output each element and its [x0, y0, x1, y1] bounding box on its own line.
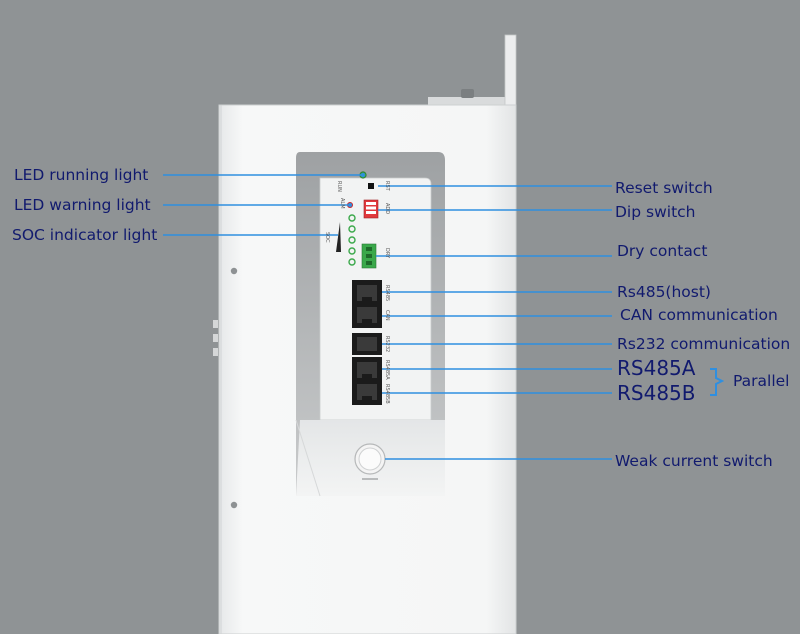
mark-rs485a: RS485A — [384, 360, 390, 380]
reset-switch — [368, 183, 374, 189]
rs232-port — [352, 333, 382, 355]
label-parallel: Parallel — [733, 372, 790, 390]
mark-soc: SOC — [324, 232, 330, 243]
label-reset-switch: Reset switch — [615, 179, 713, 197]
label-rs232-communication: Rs232 communication — [617, 335, 791, 353]
label-weak-current-switch: Weak current switch — [615, 452, 773, 470]
mark-rst: RST — [384, 181, 390, 191]
label-dip-switch: Dip switch — [615, 203, 696, 221]
label-led-running: LED running light — [14, 166, 149, 184]
label-rs485b: RS485B — [617, 381, 696, 405]
mark-rs232: RS232 — [384, 336, 390, 353]
side-vent — [213, 320, 218, 356]
mark-alm: ALM — [339, 198, 345, 209]
mark-dry: DRY — [384, 248, 390, 259]
label-led-warning: LED warning light — [14, 196, 151, 214]
soc-indicator-lights — [336, 214, 356, 266]
rs485-can-ports — [352, 280, 382, 328]
label-soc-indicator: SOC indicator light — [12, 226, 158, 244]
rs485ab-ports — [352, 357, 382, 405]
leader-lines — [163, 174, 612, 460]
dip-switch — [363, 199, 379, 219]
label-rs485-host: Rs485(host) — [617, 283, 711, 301]
label-rs485a: RS485A — [617, 356, 696, 380]
mark-can: CAN — [384, 310, 390, 321]
label-can-communication: CAN communication — [620, 306, 778, 324]
cabinet-screw — [230, 267, 238, 275]
mark-rs485b: RS485B — [384, 384, 390, 404]
mark-add: ADD — [384, 203, 390, 215]
label-dry-contact: Dry contact — [617, 242, 708, 260]
dry-contact-terminal — [361, 243, 377, 269]
top-bracket — [428, 34, 517, 106]
parallel-brace — [710, 368, 725, 396]
cabinet-screw — [230, 501, 238, 509]
mark-run: RUN — [336, 181, 342, 192]
mark-rs485: RS485 — [384, 285, 390, 302]
